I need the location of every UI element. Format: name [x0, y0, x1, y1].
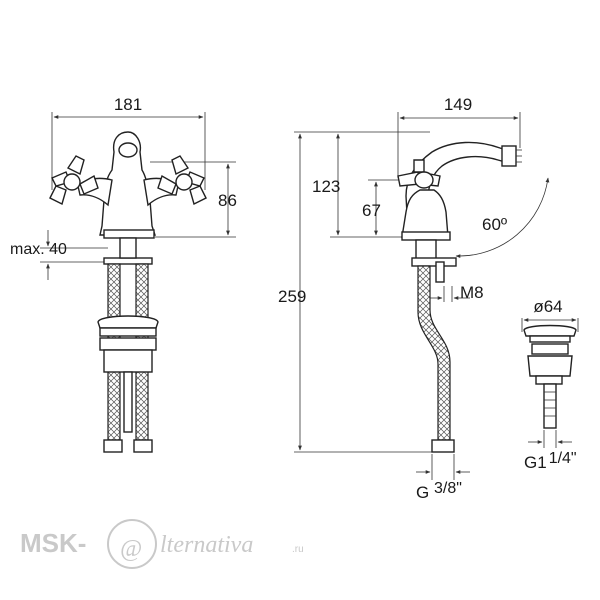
front-left-cross-handle	[49, 155, 99, 206]
side-base	[401, 231, 451, 241]
side-reach-label: 149	[444, 95, 472, 114]
side-spout-label: 123	[312, 177, 340, 196]
side-m8-label: M8	[460, 283, 484, 302]
side-connection-fraction: 3/8"	[434, 480, 462, 497]
front-width-label: 181	[114, 95, 142, 114]
front-waste-cap	[97, 315, 159, 329]
waste-flange	[529, 335, 571, 343]
watermark-at-ring	[107, 519, 157, 569]
side-connection-label: G 3/8"	[416, 480, 462, 502]
front-waste-rod	[123, 371, 133, 433]
front-right-cross-handle	[157, 155, 207, 206]
side-hose	[417, 265, 451, 441]
front-waste-body	[103, 349, 153, 373]
side-stem	[415, 239, 437, 261]
waste-thread-g: G1	[524, 453, 547, 472]
side-cross-handle	[397, 159, 441, 189]
side-body	[401, 189, 449, 238]
front-left-hose-nut	[103, 439, 123, 453]
front-lock-nut	[103, 257, 153, 265]
side-spout-nozzle	[501, 145, 517, 167]
side-hose-nut	[431, 439, 455, 453]
front-deck-label: max. 40	[10, 241, 67, 258]
waste-dia-label: ø64	[533, 297, 562, 316]
front-height-label: 86	[218, 191, 237, 210]
waste-washer	[535, 375, 563, 385]
front-spout-outlet	[118, 142, 138, 158]
waste-cap	[523, 324, 577, 337]
side-connection-g: G	[416, 483, 429, 502]
side-angle-arc	[455, 177, 550, 259]
waste-thread-fraction: 1/4"	[549, 450, 577, 467]
waste-seal	[531, 343, 569, 355]
side-handle-label: 67	[362, 201, 381, 220]
front-view: 181 86 max. 40	[10, 95, 237, 453]
watermark: MSK- @ lternativa .ru	[20, 519, 304, 569]
front-base	[103, 229, 155, 239]
front-waste-flange	[99, 327, 157, 337]
side-m8-rod	[435, 261, 445, 283]
waste-nut	[527, 355, 573, 377]
front-right-hose-nut	[133, 439, 153, 453]
front-threaded-stem	[119, 237, 137, 259]
watermark-brand: MSK-	[20, 528, 86, 558]
side-lock-nut	[411, 257, 457, 267]
side-total-label: 259	[278, 287, 306, 306]
front-waste-nut	[99, 337, 157, 351]
side-angle-label: 60º	[482, 215, 507, 234]
waste-tail	[543, 383, 557, 429]
watermark-at-symbol: @	[120, 536, 142, 562]
side-view: 149 259 123 67 60º	[278, 95, 550, 502]
watermark-script: lternativa	[160, 532, 253, 558]
watermark-tld: .ru	[292, 544, 304, 555]
